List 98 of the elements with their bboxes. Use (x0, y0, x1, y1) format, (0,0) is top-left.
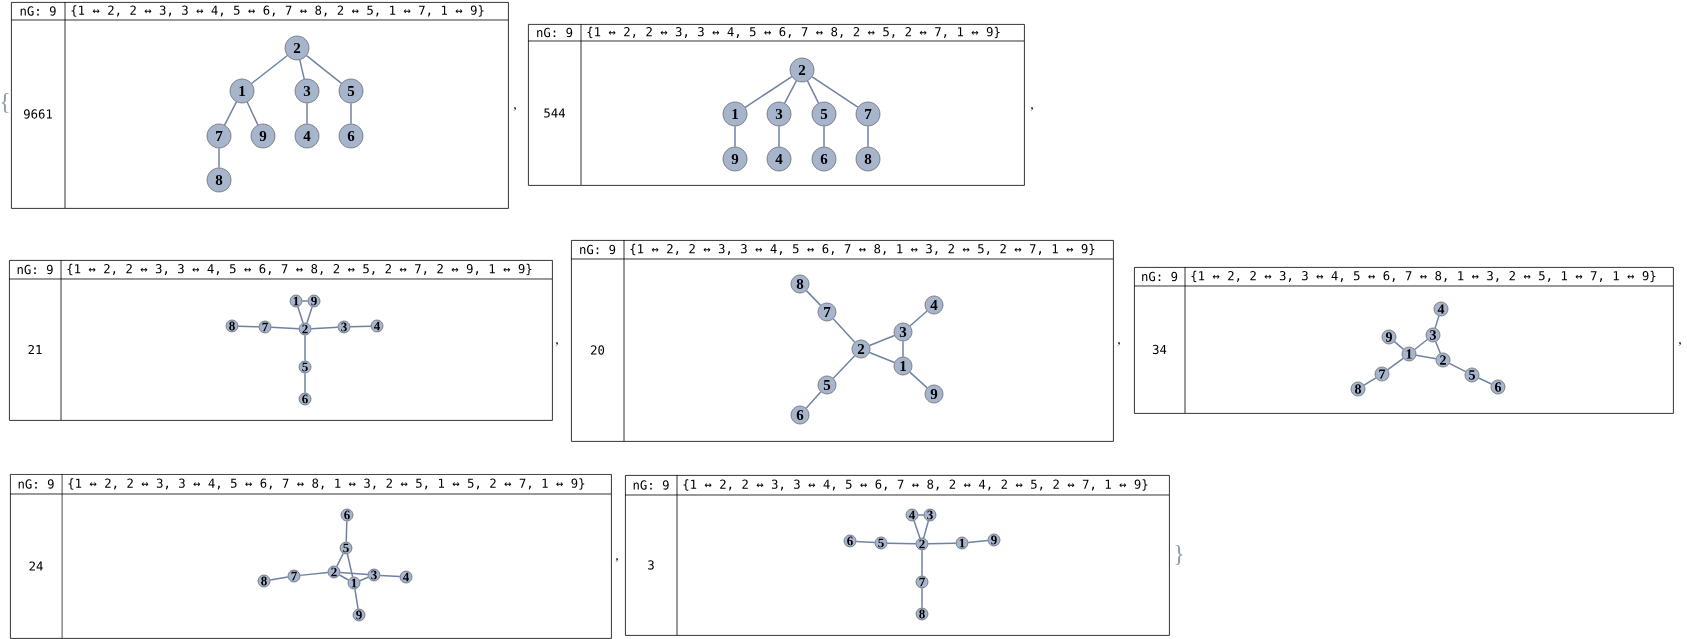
graph-edge (922, 520, 930, 539)
graph-edge (310, 326, 339, 330)
graph-edge (246, 101, 259, 126)
graph-edge (868, 351, 896, 364)
graph-edge (218, 147, 220, 169)
graph-edge (223, 101, 238, 126)
graph-edge (1434, 315, 1440, 329)
table-panel (527, 23, 1025, 186)
graph-edge (917, 514, 925, 516)
graph-edge (1448, 362, 1467, 373)
edge-list-text: {1 ↔ 2, 2 ↔ 3, 3 ↔ 4, 5 ↔ 6, 7 ↔ 8, 1 ↔ 3, 2 ↔ 5, 2 ↔ 7, 1 ↔ 9} (630, 243, 1095, 256)
graph-edge (1393, 340, 1405, 351)
graph-edge (811, 76, 859, 108)
list-punctuation: , (1117, 342, 1120, 346)
graph-edge (304, 334, 306, 362)
graph-edge (306, 306, 313, 324)
table-panel (9, 473, 612, 639)
node-count-label: nG: 9 (1142, 271, 1178, 282)
table-panel (8, 259, 553, 421)
table-panel (1133, 266, 1674, 414)
graph-edge (927, 542, 957, 545)
list-punctuation: { (1, 93, 9, 113)
table-panel (10, 1, 509, 209)
graph-edge (902, 340, 904, 358)
table-panel (624, 474, 1170, 636)
edge-list-text: {1 ↔ 2, 2 ↔ 3, 3 ↔ 4, 5 ↔ 6, 7 ↔ 8, 2 ↔ 5, 2 ↔ 7, 2 ↔ 9, 1 ↔ 9} (67, 263, 532, 276)
count-value: 3 (648, 560, 654, 570)
graph-edge (832, 354, 856, 380)
node-count-label: nG: 9 (633, 480, 669, 490)
graph-edge (921, 549, 923, 577)
edge-list-text: {1 ↔ 2, 2 ↔ 3, 3 ↔ 4, 5 ↔ 6, 7 ↔ 8, 1 ↔ 3, 2 ↔ 5, 1 ↔ 5, 2 ↔ 7, 1 ↔ 9} (68, 478, 585, 490)
count-value: 544 (544, 108, 565, 118)
graph-edge (855, 540, 876, 544)
graph-edge (345, 520, 348, 543)
graph-edge (868, 334, 896, 347)
table-panel (570, 239, 1114, 442)
graph-edge (886, 542, 917, 545)
graph-edge (744, 75, 793, 109)
graph-edge (805, 391, 822, 409)
graph-edge (805, 289, 822, 307)
graph-edge (1415, 354, 1437, 360)
count-value: 9661 (23, 109, 52, 119)
graph-edge (921, 587, 923, 609)
count-value: 20 (591, 345, 605, 355)
edge-list-text: {1 ↔ 2, 2 ↔ 3, 3 ↔ 4, 5 ↔ 6, 7 ↔ 8, 2 ↔ 4, 2 ↔ 5, 2 ↔ 7, 1 ↔ 9} (683, 479, 1148, 491)
graph-edge (909, 371, 928, 389)
list-punctuation: , (513, 107, 516, 111)
count-value: 21 (28, 344, 42, 355)
graph-edge (350, 102, 352, 125)
graph-edge (339, 571, 369, 576)
graph-edge (806, 80, 820, 104)
list-punctuation: , (615, 558, 618, 562)
node-count-label: nG: 9 (537, 27, 573, 38)
edge-list-text: {1 ↔ 2, 2 ↔ 3, 3 ↔ 4, 5 ↔ 6, 7 ↔ 8, 2 ↔ 5, 1 ↔ 7, 1 ↔ 9} (71, 5, 484, 17)
count-value: 24 (29, 561, 43, 571)
graph-edge (297, 306, 304, 324)
graph-edge (346, 553, 354, 578)
node-count-label: nG: 9 (18, 479, 54, 489)
graph-edge (306, 102, 308, 125)
graph-edge (1434, 340, 1442, 355)
graph-edge (778, 125, 780, 148)
graph-edge (734, 125, 736, 148)
graph-edge (1477, 377, 1493, 385)
graph-edge (909, 310, 928, 327)
graph-edge (269, 576, 289, 581)
graph-edge (832, 318, 856, 343)
graph-edge (349, 325, 372, 328)
graph-edge (299, 571, 329, 577)
graph-edge (304, 372, 306, 394)
graph-edge (823, 125, 825, 148)
graph-edge (913, 520, 921, 539)
edge-list-text: {1 ↔ 2, 2 ↔ 3, 3 ↔ 4, 5 ↔ 6, 7 ↔ 8, 1 ↔ 3, 2 ↔ 5, 1 ↔ 7, 1 ↔ 9} (1191, 270, 1656, 283)
graph-edge (354, 588, 359, 610)
graph-edge (250, 54, 289, 85)
graph-edge (338, 574, 350, 581)
list-punctuation: , (555, 342, 558, 346)
node-count-label: nG: 9 (17, 264, 53, 275)
graph-edge (270, 326, 300, 330)
list-punctuation: , (1678, 342, 1681, 346)
list-punctuation: } (1175, 545, 1183, 565)
node-count-label: nG: 9 (20, 6, 56, 16)
graph-edge (359, 576, 369, 582)
graph-edge (1413, 338, 1429, 351)
graph-edge (867, 125, 869, 148)
graph-edge (301, 300, 309, 302)
node-count-label: nG: 9 (580, 244, 616, 255)
graph-edge (967, 539, 989, 544)
graph-edge (336, 552, 344, 568)
graph-edge (1363, 377, 1377, 386)
graph-edge (1387, 357, 1404, 371)
list-punctuation: , (1030, 107, 1033, 111)
graph-edge (783, 80, 798, 104)
graph-edge (305, 54, 343, 85)
graph-edge (237, 325, 260, 328)
graph-edge (299, 59, 305, 80)
graph-edge (379, 574, 401, 578)
edge-list-text: {1 ↔ 2, 2 ↔ 3, 3 ↔ 4, 5 ↔ 6, 7 ↔ 8, 2 ↔ 5, 2 ↔ 7, 1 ↔ 9} (587, 26, 1000, 39)
count-value: 34 (1152, 344, 1167, 355)
